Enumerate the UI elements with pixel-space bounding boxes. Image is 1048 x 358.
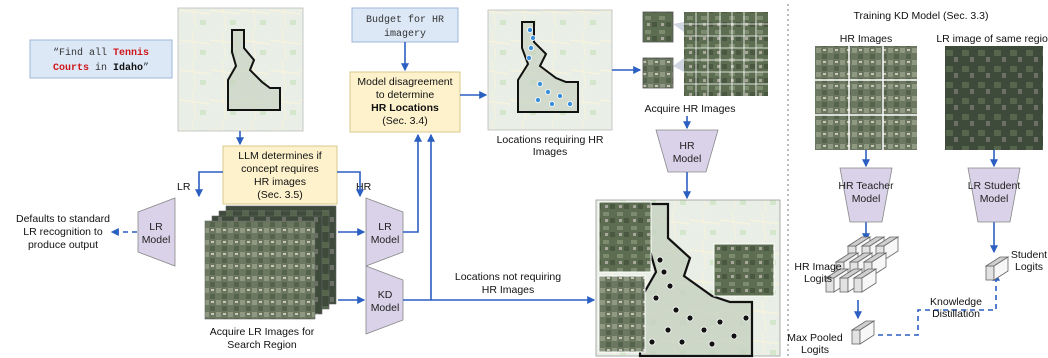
disagreement-line-1: Model disagreement: [357, 76, 452, 88]
locations-hr-caption-2: Images: [533, 146, 567, 158]
query-box: “Find all Tennis Courts in Idaho”: [29, 39, 173, 79]
hr-logits-label-1: HR Image: [794, 261, 841, 273]
max-pooled-cube: [850, 320, 876, 345]
svg-text:Model: Model: [673, 153, 702, 165]
branch-hr-label: HR: [356, 181, 372, 193]
kd-label-1: Knowledge: [930, 296, 982, 308]
idaho-outline: [227, 29, 281, 111]
query-highlight-2: Courts: [53, 63, 89, 74]
svg-text:KD: KD: [378, 289, 393, 301]
svg-text:HR Teacher: HR Teacher: [838, 180, 894, 192]
hr-logit-cubes: [824, 236, 900, 293]
query-line-1: “Find all Tennis: [53, 47, 149, 59]
llm-line-3: HR images: [254, 176, 306, 188]
hr-tiles: [642, 11, 768, 96]
student-logits-label-1: Student: [1011, 249, 1047, 261]
student-logit-cube: [984, 256, 1010, 281]
defaults-line-3: produce output: [28, 239, 98, 251]
max-pooled-label-1: Max Pooled: [787, 332, 843, 344]
idaho-map-top: [177, 7, 304, 132]
acquire-hr-caption: Acquire HR Images: [644, 103, 735, 115]
hr-logits-label-2: Logits: [804, 273, 832, 285]
locations-not-hr-caption-1: Locations not requiring: [455, 271, 561, 283]
disagreement-line-3: HR Locations: [371, 102, 439, 114]
defaults-line-2: LR recognition to: [23, 226, 103, 238]
defaults-line-1: Defaults to standard: [16, 213, 110, 225]
budget-line-1: Budget for HR: [366, 14, 444, 26]
locations-hr-map: [487, 9, 613, 131]
llm-line-4: (Sec. 3.5): [257, 189, 303, 201]
pipeline-arrows: [110, 42, 691, 304]
query-highlight-1: Tennis: [113, 47, 149, 59]
llm-line-1: LLM determines if: [238, 150, 322, 162]
branch-lr-label: LR: [177, 181, 191, 193]
training-title: Training KD Model (Sec. 3.3): [854, 10, 989, 22]
svg-text:Model: Model: [142, 234, 171, 246]
disagreement-box: Model disagreement to determine HR Locat…: [349, 71, 461, 133]
kd-label-2: Distillation: [932, 308, 980, 320]
training-arrows: [854, 150, 1000, 336]
svg-text:Model: Model: [852, 193, 881, 205]
lr-student-model: LR Student Model: [967, 167, 1021, 223]
svg-text:LR: LR: [149, 221, 163, 233]
acquire-lr-caption-2: Search Region: [227, 339, 297, 351]
llm-line-2: concept requires: [241, 163, 319, 175]
svg-text:HR: HR: [679, 140, 695, 152]
hr-teacher-model: HR Teacher Model: [838, 167, 894, 223]
llm-box: LLM determines if concept requires HR im…: [222, 145, 338, 205]
lr-model-mid: LR Model: [365, 197, 404, 267]
locations-not-hr-caption-2: HR Images: [482, 284, 535, 296]
acquire-lr-caption-1: Acquire LR Images for: [210, 326, 315, 338]
student-logits-label-2: Logits: [1015, 261, 1043, 273]
svg-text:Model: Model: [371, 234, 400, 246]
hr-images-grid: [815, 46, 917, 150]
lr-same-image: [945, 46, 1043, 150]
kd-model-mid: KD Model: [365, 265, 404, 335]
hr-model: HR Model: [655, 129, 719, 173]
svg-text:Model: Model: [980, 193, 1009, 205]
lr-same-label: LR image of same region: [936, 33, 1048, 45]
svg-text:LR Student: LR Student: [968, 180, 1021, 192]
svg-text:LR: LR: [378, 221, 392, 233]
locations-hr-caption-1: Locations requiring HR: [497, 134, 604, 146]
svg-text:Model: Model: [371, 302, 400, 314]
disagreement-line-4: (Sec. 3.4): [382, 115, 428, 127]
lr-image-stack: [204, 205, 337, 320]
hr-images-label: HR Images: [840, 33, 893, 45]
query-line-2: Courts in Idaho”: [53, 62, 149, 74]
budget-box: Budget for HR imagery: [351, 7, 459, 43]
lr-model-left: LR Model: [137, 197, 176, 267]
budget-line-2: imagery: [384, 28, 426, 40]
result-map: [595, 199, 781, 358]
max-pooled-label-2: Logits: [801, 344, 829, 356]
disagreement-line-2: to determine: [376, 89, 435, 101]
query-highlight-3: Idaho: [113, 62, 143, 74]
